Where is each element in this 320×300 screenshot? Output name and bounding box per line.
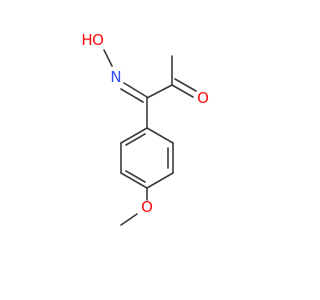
ring-inner-bond-2 — [125, 170, 146, 183]
bond-c-o-double-1 — [171, 84, 194, 98]
bonds — [103, 49, 197, 226]
bond-n-c-double-1 — [123, 82, 148, 98]
ring-bond-4 — [120, 172, 148, 189]
bond-c-o-double-2 — [174, 78, 197, 92]
atom-hydrogen: H — [81, 31, 92, 49]
atom-oxygen-methoxy: O — [141, 198, 153, 216]
bond-o-n — [103, 49, 113, 67]
ring-bond-3 — [146, 172, 174, 189]
bond-o-methyl — [120, 213, 138, 226]
bond-n-c-double-2 — [120, 88, 144, 103]
atom-oxygen-carbonyl: O — [197, 89, 209, 107]
molecule-diagram: H O N O O — [81, 31, 209, 226]
ring-bond-1 — [146, 127, 174, 144]
bond-c-c-carbonyl — [146, 84, 173, 99]
atom-labels: H O N O O — [81, 31, 209, 216]
atom-nitrogen: N — [110, 68, 121, 86]
ring-inner-bond-3 — [125, 133, 146, 146]
ring-bond-6 — [120, 127, 148, 144]
atom-oxygen-hydroxyl: O — [92, 31, 104, 49]
